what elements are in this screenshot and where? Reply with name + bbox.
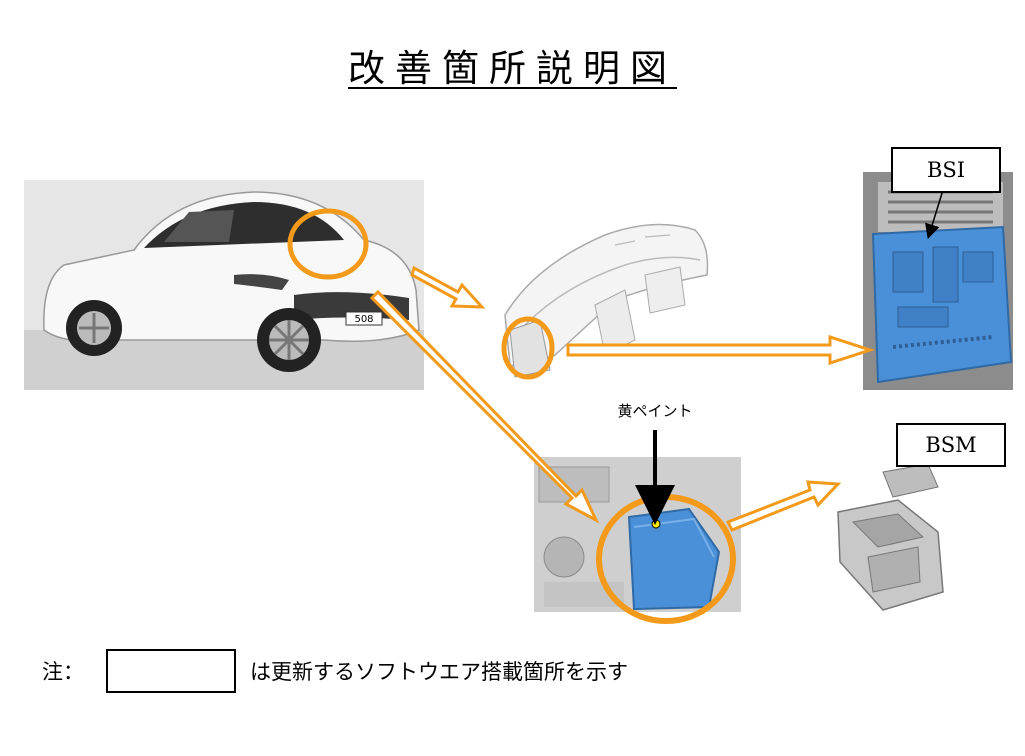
legend-note: 注： は更新するソフトウエア搭載箇所を示す	[42, 648, 628, 694]
yellow-paint-label: 黄ペイント	[617, 402, 693, 420]
page-title: 改善箇所説明図	[348, 47, 677, 90]
engine-bay-highlight-circle	[596, 494, 736, 624]
license-plate: 508	[354, 314, 373, 325]
hood-highlight-circle	[287, 208, 369, 280]
car-image: 508	[24, 180, 424, 390]
legend-sample-box	[106, 649, 236, 693]
engine-bay-image	[534, 457, 741, 612]
bsi-label: BSI	[891, 147, 1001, 193]
bsm-label: BSM	[896, 423, 1006, 467]
note-text: は更新するソフトウエア搭載箇所を示す	[250, 660, 628, 684]
note-prefix: 注：	[42, 660, 84, 684]
dashboard-highlight-circle	[501, 316, 555, 380]
arrow-engine-bay-to-bsm	[725, 480, 842, 532]
bsm-image	[828, 462, 953, 612]
arrow-dashboard-to-bsi	[566, 334, 875, 366]
dashboard-drawing	[495, 205, 720, 385]
arrow-car-to-dashboard	[410, 265, 486, 309]
bsi-pointer-arrow	[925, 189, 944, 240]
arrow-car-to-engine-bay	[369, 289, 600, 524]
